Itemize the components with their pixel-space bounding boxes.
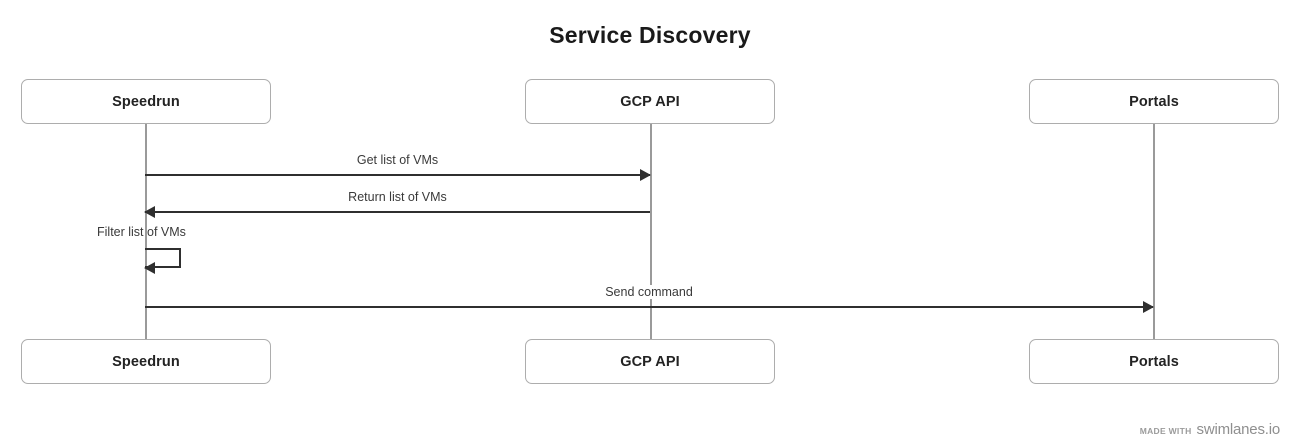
message-line-get-list-of-vms (145, 174, 650, 177)
self-loop-bottom-segment (145, 266, 181, 269)
footer-branding[interactable]: MADE WITH swimlanes.io (1140, 421, 1280, 438)
message-line-send-command (145, 306, 1153, 309)
message-line-return-list-of-vms (145, 211, 650, 214)
lifeline-speedrun (145, 124, 147, 339)
participant-box-portals-top[interactable]: Portals (1029, 79, 1279, 124)
arrowhead-right-icon (640, 168, 651, 181)
page-title: Service Discovery (549, 22, 751, 48)
self-loop-top-segment (145, 248, 181, 251)
message-label-send-command: Send command (145, 285, 1153, 299)
participant-label-gcp-api-bottom: GCP API (620, 353, 680, 370)
participant-label-portals-bottom: Portals (1129, 353, 1179, 370)
arrowhead-left-icon (144, 205, 155, 218)
participant-label-portals-top: Portals (1129, 93, 1179, 110)
participant-box-gcp-api-bottom[interactable]: GCP API (525, 339, 775, 384)
lifeline-portals (1153, 124, 1155, 339)
message-label-return-list-of-vms: Return list of VMs (145, 190, 650, 204)
made-with-label: MADE WITH (1139, 426, 1192, 436)
brand-name-label: swimlanes.io (1196, 421, 1281, 438)
arrowhead-right-icon (1143, 300, 1154, 313)
participant-label-gcp-api-top: GCP API (620, 93, 680, 110)
self-loop-right-segment (178, 248, 181, 268)
participant-box-speedrun-top[interactable]: Speedrun (21, 79, 271, 124)
participant-box-portals-bottom[interactable]: Portals (1029, 339, 1279, 384)
participant-box-speedrun-bottom[interactable]: Speedrun (21, 339, 271, 384)
lifeline-gcp-api (650, 124, 652, 339)
participant-box-gcp-api-top[interactable]: GCP API (525, 79, 775, 124)
message-filter-list-of-vms[interactable]: Filter list of VMs (97, 225, 186, 274)
participant-label-speedrun-top: Speedrun (112, 93, 180, 110)
message-label-get-list-of-vms: Get list of VMs (145, 153, 650, 167)
participant-label-speedrun-bottom: Speedrun (112, 353, 180, 370)
arrowhead-left-icon (144, 261, 155, 274)
message-label-filter-list-of-vms: Filter list of VMs (97, 225, 186, 239)
